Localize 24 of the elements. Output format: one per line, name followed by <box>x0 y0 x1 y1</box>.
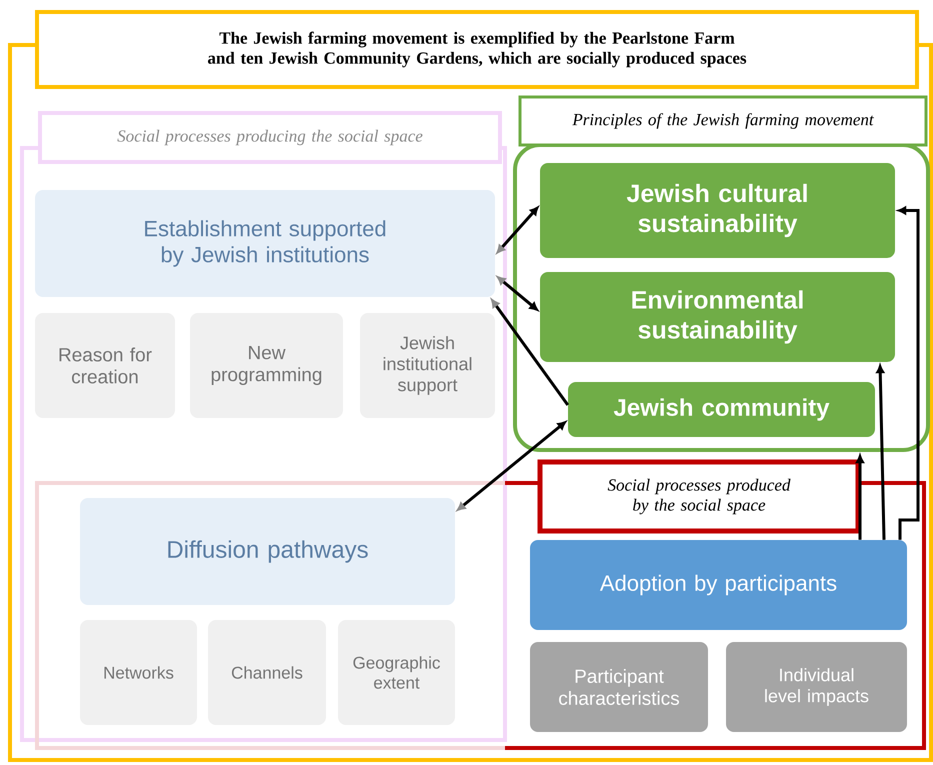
arrow <box>856 454 864 540</box>
process-box: Participant characteristics <box>530 642 708 732</box>
arrow <box>457 421 566 511</box>
process-box: Establishment supported by Jewish institutions <box>35 190 495 297</box>
sub-box: Networks <box>80 620 197 725</box>
sub-box: Reason for creation <box>35 313 175 418</box>
sub-box: Geographic extent <box>338 620 455 725</box>
node-label: The Jewish farming movement is exemplified by the Pearlstone Farm <box>219 32 735 48</box>
arrow <box>496 206 538 254</box>
process-box: Adoption by participants <box>530 540 908 630</box>
principle-box: Jewish cultural sustainability <box>540 163 896 258</box>
sub-box: Jewish institutional support <box>360 313 495 418</box>
node-label: Principles of the Jewish farming movement <box>572 113 874 129</box>
arrow <box>898 206 920 540</box>
arrow <box>497 276 538 311</box>
sub-box: Channels <box>208 620 326 725</box>
principle-box: Environmental sustainability <box>540 272 896 362</box>
principle-box: Jewish community <box>568 382 876 437</box>
arrow <box>491 299 570 406</box>
arrow <box>876 364 886 540</box>
sub-box: New programming <box>190 313 343 418</box>
process-box: Diffusion pathways <box>80 498 455 605</box>
process-box: Individual level impacts <box>726 642 908 732</box>
node-label: Social processes producing the social space <box>117 130 422 146</box>
